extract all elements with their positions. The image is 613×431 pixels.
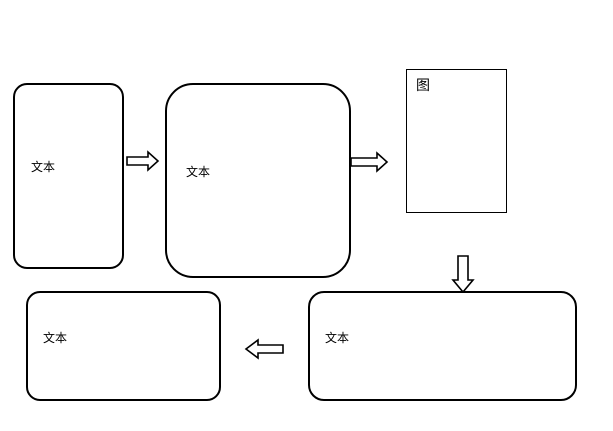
arrow-down-icon — [451, 255, 475, 294]
process-box-4-label: 文本 — [43, 331, 68, 345]
process-box-3: 文本 — [308, 291, 577, 401]
process-box-4: 文本 — [26, 291, 221, 401]
figure-label: 图 — [416, 78, 430, 94]
figure-placeholder: 图 — [406, 69, 507, 213]
process-box-1-label: 文本 — [31, 160, 56, 174]
process-box-2: 文本 — [165, 83, 351, 278]
process-box-2-label: 文本 — [186, 165, 211, 179]
arrow-right-icon — [126, 150, 160, 172]
process-box-3-label: 文本 — [325, 331, 350, 345]
arrow-left-icon — [244, 338, 284, 360]
arrow-right-icon — [350, 151, 389, 173]
process-box-1: 文本 — [13, 83, 124, 269]
